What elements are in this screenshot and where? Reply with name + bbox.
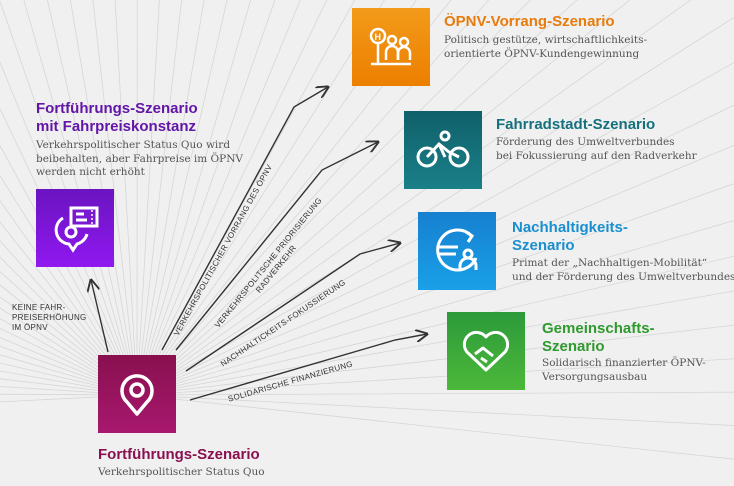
- arrow-gemeinschaft: [189, 334, 427, 401]
- fortfuehrung-description: Verkehrspolitischer Status Quo: [98, 466, 265, 478]
- fortfuehrung-scenario-tile: [98, 355, 176, 433]
- background-ray: [136, 0, 182, 396]
- background-ray: [136, 394, 734, 426]
- background-ray: [92, 0, 138, 396]
- background-ray: [136, 0, 301, 396]
- background-ray: [136, 0, 228, 396]
- rad-title: Fahrradstadt-Szenario: [496, 116, 656, 133]
- ticket-pin-icon: [54, 206, 99, 253]
- background-ray: [136, 324, 734, 396]
- background-ray: [136, 0, 417, 396]
- background-ray: [136, 0, 138, 396]
- arrow-nachhaltig: [185, 243, 400, 372]
- background-ray: [136, 0, 578, 396]
- background-ray: [136, 183, 734, 396]
- arrow-opnv: [161, 87, 328, 351]
- fahrpreis-title: Fortführungs-Szenario mit Fahrpreiskonst…: [36, 100, 198, 136]
- background-ray: [0, 240, 138, 396]
- rad-scenario-tile: [404, 111, 482, 189]
- background-ray: [0, 271, 138, 396]
- background-ray: [136, 0, 252, 396]
- background-ray: [0, 256, 138, 396]
- background-ray: [114, 0, 138, 396]
- svg-text:H: H: [375, 32, 382, 42]
- bus-stop-people-icon: H: [369, 27, 412, 66]
- nachhaltig-scenario-tile: [418, 212, 496, 290]
- background-ray: [136, 0, 531, 396]
- background-ray: [136, 0, 385, 396]
- background-ray: [136, 0, 205, 396]
- fortfuehrung-title: Fortführungs-Szenario: [98, 446, 260, 463]
- opnv-description: Politisch gestütze, wirtschaftlichkeits-…: [444, 34, 647, 61]
- handshake-heart-icon: [462, 330, 510, 372]
- desc-line: werden nicht erhöht: [36, 166, 145, 178]
- background-ray: [0, 221, 138, 396]
- background-ray: [136, 394, 734, 460]
- gemeinschaft-title: Gemeinschafts- Szenario: [542, 320, 655, 356]
- rad-description: Förderung des Umweltverbundes bei Fokuss…: [496, 136, 697, 163]
- background-ray: [136, 358, 734, 396]
- background-ray: [0, 296, 138, 396]
- title-line: Fortführungs-Szenario: [36, 100, 198, 117]
- background-ray: [136, 0, 452, 396]
- background-ray: [0, 284, 138, 396]
- background-ray: [136, 144, 734, 396]
- label-line: KEINE FAHR-: [12, 303, 66, 312]
- background-ray: [136, 17, 734, 396]
- title-line: Nachhaltigkeits-: [512, 219, 628, 236]
- title-line: Szenario: [542, 338, 605, 355]
- gemeinschaft-description: Solidarisch finanzierter ÖPNV- Versorgun…: [542, 357, 706, 384]
- bicycle-icon: [416, 130, 470, 168]
- fahrpreis-scenario-tile: [36, 189, 114, 267]
- desc-line: beibehalten, aber Fahrpreise im ÖPNV: [36, 152, 243, 165]
- title-line: Szenario: [512, 237, 575, 254]
- background-ray: [136, 290, 734, 396]
- opnv-scenario-tile: H: [352, 8, 430, 86]
- background-ray: [136, 220, 734, 396]
- label-keine-fahrpreiserhoehung: KEINE FAHR- PREISERHÖHUNG IM ÖPNV: [12, 303, 87, 333]
- background-ray: [136, 0, 490, 396]
- desc-line: orientierte ÖPNV-Kundengewinnung: [444, 47, 640, 60]
- desc-line: Primat der „Nachhaltigen-Mobilität“: [512, 257, 708, 269]
- desc-line: und der Förderung des Umweltverbundes: [512, 270, 734, 283]
- background-ray: [136, 0, 692, 396]
- background-ray: [136, 255, 734, 396]
- desc-line: Solidarisch finanzierter ÖPNV-: [542, 357, 706, 369]
- nachhaltig-description: Primat der „Nachhaltigen-Mobilität“ und …: [512, 257, 734, 284]
- background-ray: [136, 0, 328, 396]
- label-line: PREISERHÖHUNG: [12, 313, 87, 322]
- background-ray: [136, 391, 734, 396]
- background-ray: [136, 0, 276, 396]
- background-ray: [136, 0, 631, 396]
- title-line: Gemeinschafts-: [542, 320, 655, 337]
- nachhaltig-title: Nachhaltigkeits- Szenario: [512, 219, 628, 255]
- opnv-title: ÖPNV-Vorrang-Szenario: [444, 13, 615, 30]
- background-ray: [136, 104, 734, 396]
- arrow-rad: [175, 142, 378, 351]
- gemeinschaft-scenario-tile: [447, 312, 525, 390]
- title-line: mit Fahrpreiskonstanz: [36, 118, 197, 135]
- fahrpreis-description: Verkehrspolitischer Status Quo wird beib…: [36, 139, 243, 180]
- arrow-fahrpreis: [91, 280, 109, 353]
- desc-line: bei Fokussierung auf den Radverkehr: [496, 149, 697, 162]
- euro-cycle-person-icon: [436, 228, 478, 272]
- label-line: IM ÖPNV: [12, 323, 48, 332]
- background-ray: [136, 62, 734, 396]
- desc-line: Verkehrspolitischer Status Quo wird: [36, 139, 231, 151]
- desc-line: Politisch gestütze, wirtschaftlichkeits-: [444, 34, 648, 46]
- background-ray: [136, 0, 160, 396]
- desc-line: Versorgungsausbau: [542, 370, 648, 383]
- desc-line: Förderung des Umweltverbundes: [496, 136, 675, 148]
- location-pin-icon: [120, 374, 154, 416]
